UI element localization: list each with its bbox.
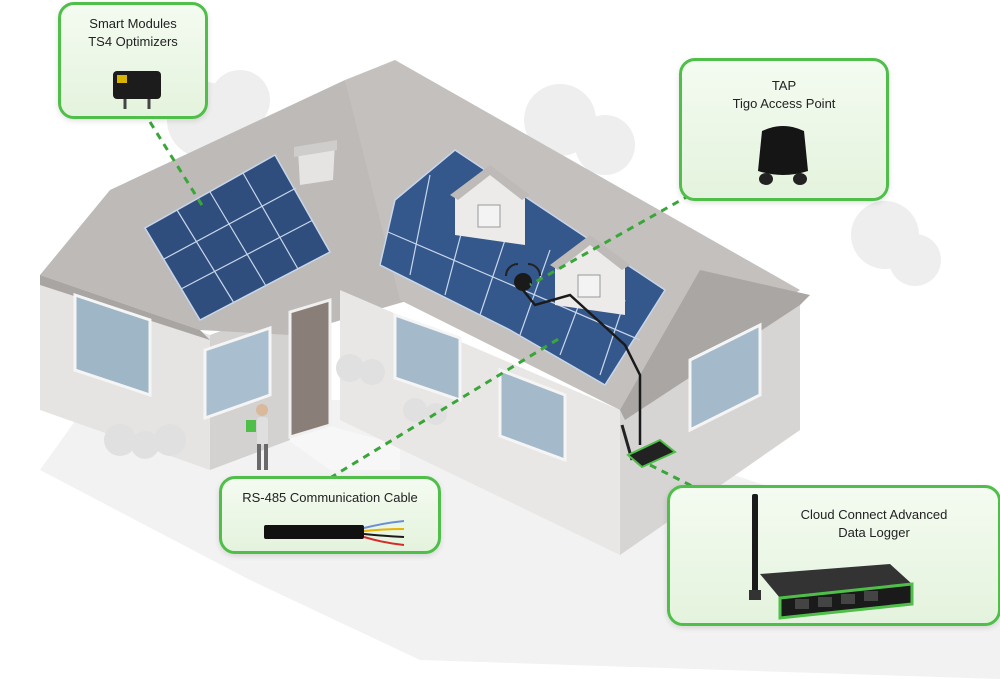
tap-line1: TAP [771,78,797,93]
window [688,322,762,433]
optimizers-line1: Smart Modules [89,16,177,31]
right-solar-array [379,149,667,387]
window [498,367,567,463]
tap-callout: TAP Tigo Access Point [679,58,889,201]
cable-callout: RS-485 Communication Cable [219,476,441,554]
tap-device-on-roof [505,263,541,291]
optimizer-box-icon [113,71,161,109]
data-logger-on-wall [620,424,677,469]
tap-line2: Tigo Access Point [732,96,836,111]
optimizers-line2: TS4 Optimizers [88,34,178,49]
person-with-tablet [246,404,268,470]
dormer [450,165,530,245]
window [203,325,272,421]
tap-title: TAP Tigo Access Point [682,77,886,113]
optimizers-title: Smart Modules TS4 Optimizers [61,15,205,51]
right-wing-gable [620,270,810,420]
rs485-cable-line [522,289,642,445]
left-wing-roof-edge [40,275,210,340]
cable-title: RS-485 Communication Cable [242,490,418,505]
door [288,297,332,440]
bushes [104,354,447,459]
logger-callout: Cloud Connect Advanced Data Logger [667,485,1000,626]
window [73,292,152,398]
logger-line1: Cloud Connect Advanced [800,507,948,522]
connector-lines [148,121,701,492]
logger-title: Cloud Connect Advanced Data Logger [760,506,988,542]
cable-icon [264,520,405,546]
optimizers-callout: Smart Modules TS4 Optimizers [58,2,208,119]
window [393,312,462,403]
access-point-icon [758,126,808,185]
data-logger-icon [749,494,914,620]
logger-line2: Data Logger [838,525,910,540]
